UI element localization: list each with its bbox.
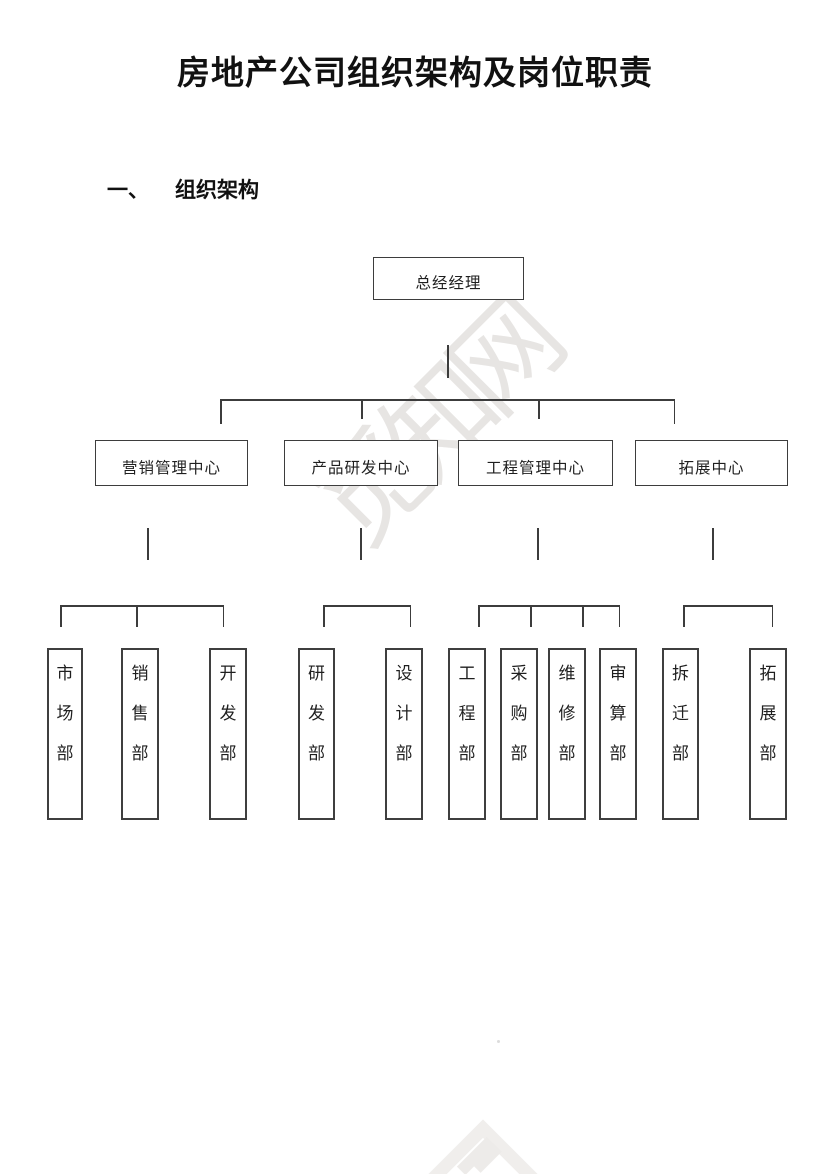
dept-label: 工程部 [458, 664, 476, 763]
connector-group2-bar [323, 605, 411, 607]
dept-box-design: 设计部 [385, 648, 423, 820]
dept-label: 审算部 [609, 664, 627, 763]
connector-root-stem [447, 345, 449, 378]
connector-group4-drop-1 [683, 605, 685, 627]
connector-level1-bar [220, 399, 675, 401]
connector-group2-drop-1 [323, 605, 325, 627]
connector-group3-drop-4 [618, 605, 620, 627]
dept-label: 市场部 [56, 664, 74, 763]
center-box-expansion: 拓展中心 [635, 440, 788, 486]
dept-box-development: 开发部 [209, 648, 247, 820]
connector-level1-drop-4 [673, 399, 675, 424]
connector-group2-drop-2 [409, 605, 411, 627]
dept-label: 研发部 [308, 664, 325, 763]
watermark-logo-diamond [426, 1119, 540, 1174]
connector-group3-drop-3 [582, 605, 584, 627]
connector-level1-drop-2 [361, 399, 363, 419]
page-title: 房地产公司组织架构及岗位职责 [177, 54, 653, 91]
dept-box-sales: 销售部 [121, 648, 159, 820]
dept-box-audit: 审算部 [599, 648, 637, 820]
connector-group1-drop-1 [60, 605, 62, 627]
center-box-engineering: 工程管理中心 [458, 440, 613, 486]
connector-center3-stem [537, 528, 539, 560]
dept-box-purchasing: 采购部 [500, 648, 538, 820]
connector-group4-bar [683, 605, 773, 607]
connector-group1-drop-3 [222, 605, 224, 627]
dept-box-expansion: 拓展部 [749, 648, 787, 820]
connector-group1-drop-2 [136, 605, 138, 627]
connector-center4-stem [712, 528, 714, 560]
dept-label: 销售部 [131, 664, 149, 763]
dept-box-research: 研发部 [298, 648, 335, 820]
watermark-text: 觅知网 [293, 283, 579, 569]
connector-group3-drop-2 [530, 605, 532, 627]
dept-label: 开发部 [219, 664, 237, 763]
connector-group3-drop-1 [478, 605, 480, 627]
connector-group3-bar [478, 605, 620, 607]
connector-center1-stem [147, 528, 149, 560]
watermark-logo-mark [472, 1143, 502, 1173]
root-box-general-manager: 总经经理 [373, 257, 524, 300]
center-box-marketing: 营销管理中心 [95, 440, 248, 486]
watermark-logo-mark [456, 1136, 496, 1174]
dept-label: 采购部 [510, 664, 528, 763]
connector-group4-drop-2 [771, 605, 773, 627]
section-number: 一、 [107, 179, 149, 202]
dept-box-engineering: 工程部 [448, 648, 486, 820]
dept-box-market: 市场部 [47, 648, 83, 820]
page-artifact-dot [497, 1040, 500, 1043]
center-box-product-rd: 产品研发中心 [284, 440, 438, 486]
section-heading: 一、 组织架构 [107, 174, 259, 204]
dept-label: 拆迁部 [672, 664, 689, 763]
section-title: 组织架构 [175, 179, 259, 202]
connector-center2-stem [360, 528, 362, 560]
dept-label: 维修部 [558, 664, 576, 763]
connector-level1-drop-1 [220, 399, 222, 424]
dept-box-maintenance: 维修部 [548, 648, 586, 820]
connector-group1-bar [60, 605, 224, 607]
dept-label: 拓展部 [759, 664, 777, 763]
connector-level1-drop-3 [538, 399, 540, 419]
dept-box-demolition: 拆迁部 [662, 648, 699, 820]
dept-label: 设计部 [395, 664, 413, 763]
